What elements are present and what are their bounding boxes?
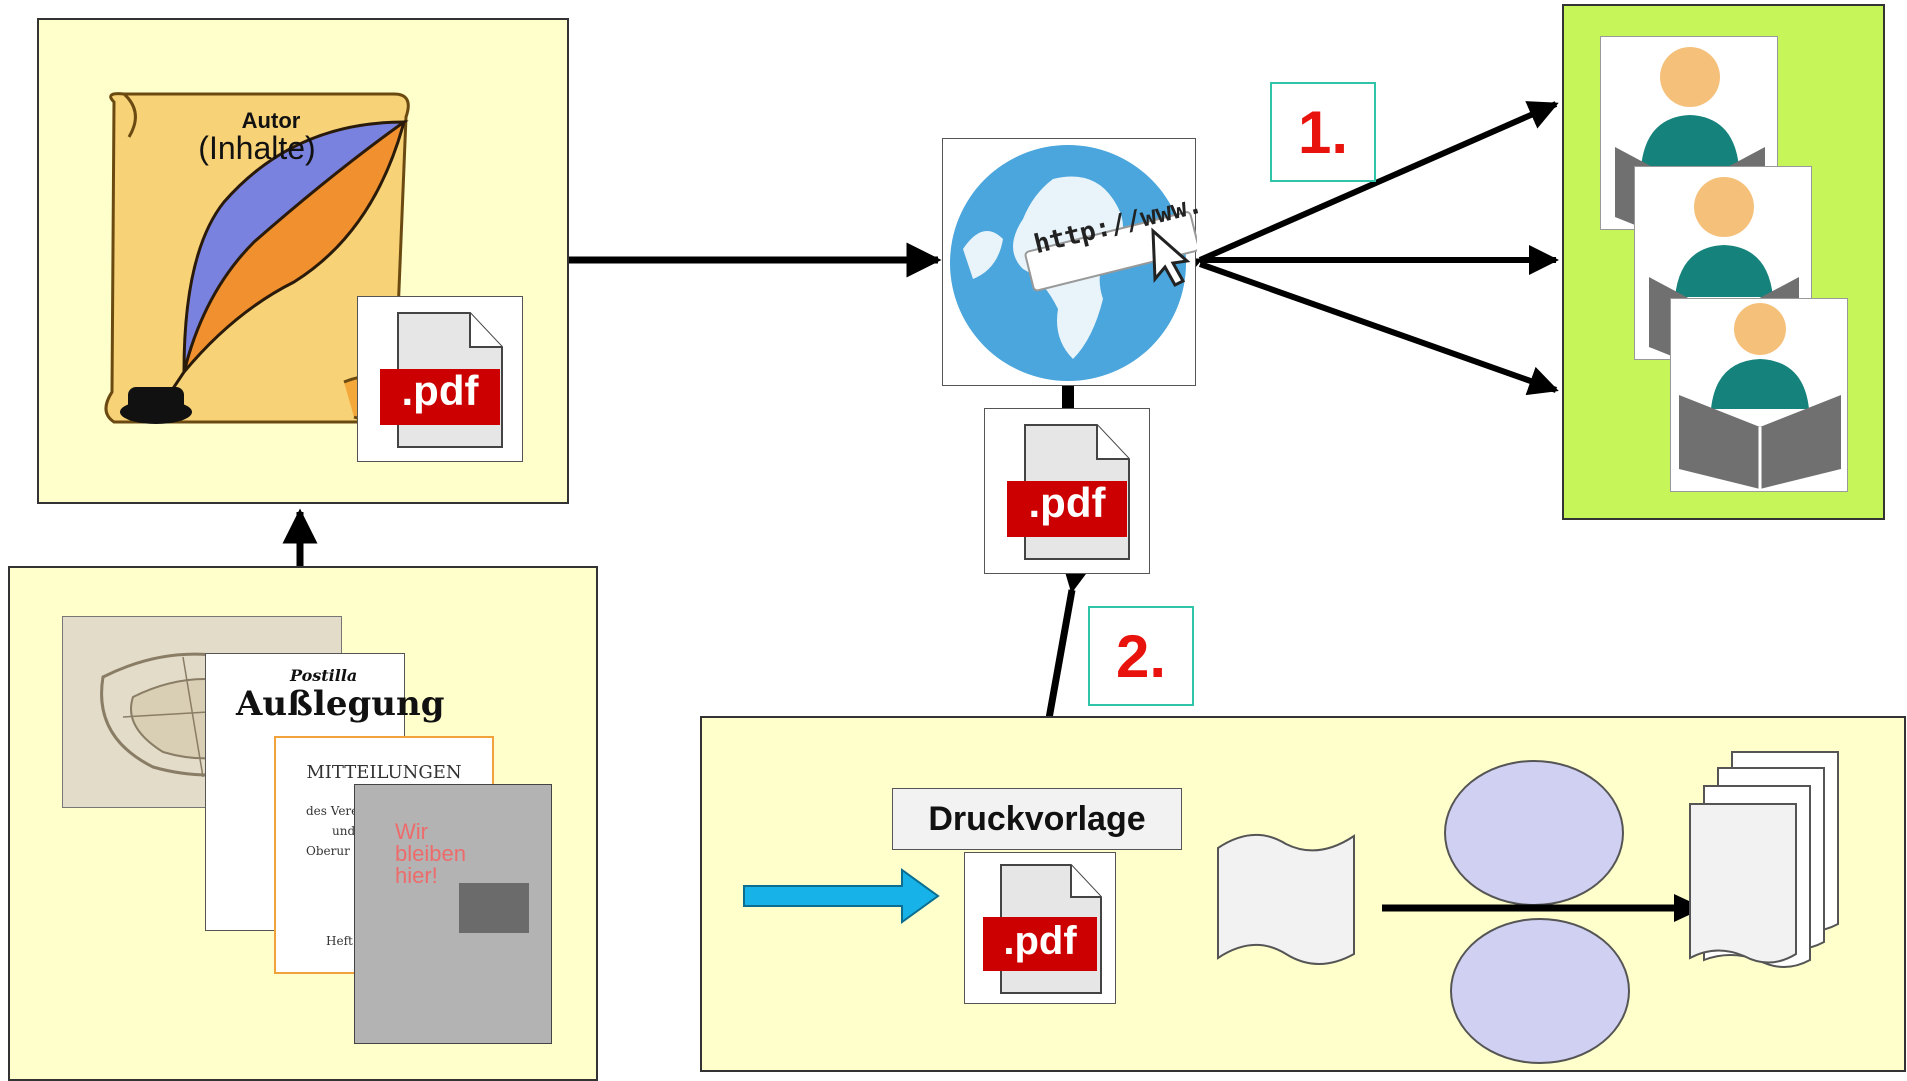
web-globe-box: http://www. (942, 138, 1205, 386)
pdf-badge-label: .pdf (1003, 919, 1077, 963)
readers-panel (1562, 4, 1885, 520)
press-roller-top (1444, 760, 1624, 906)
book-title-line-1: Wir (395, 819, 428, 844)
author-panel: Autor (Inhalte) .pdf (37, 18, 569, 504)
globe-icon (950, 145, 1200, 381)
step-2-label: 2. (1088, 606, 1194, 706)
web-pdf-connector (1062, 384, 1074, 408)
web-pdf-document: .pdf (984, 408, 1150, 574)
book-photo (459, 883, 529, 933)
author-pdf-document: .pdf (357, 296, 523, 462)
postilla-title: Postilla (290, 666, 358, 685)
book-title-line-2: bleiben (395, 841, 466, 866)
sources-panel: Postilla Außlegung MITTEILUNGEN des Vere… (8, 566, 598, 1081)
pdf-badge-label: .pdf (401, 367, 479, 414)
press-roller-bottom (1450, 918, 1630, 1064)
pdf-file-icon (380, 312, 503, 448)
druckvorlage-label: Druckvorlage (892, 788, 1182, 850)
paper-sheet-icon (1217, 833, 1355, 965)
print-pdf-document: .pdf (964, 852, 1116, 1004)
step-1-label: 1. (1270, 82, 1376, 182)
output-arrow (1382, 894, 1704, 922)
reader-icon (1679, 303, 1841, 489)
mitteilungen-line-1: des Vere (306, 804, 359, 818)
mitteilungen-line-2: und (332, 824, 356, 838)
source-book: Wir bleiben hier! (354, 784, 552, 1044)
pdf-file-icon (983, 864, 1102, 994)
author-label: Autor (241, 108, 301, 133)
arrow-web-to-reader-top (1169, 101, 1559, 285)
pdf-file-icon (1007, 424, 1130, 560)
mitteilungen-title: MITTEILUNGEN (306, 762, 462, 783)
reader-card-3 (1670, 298, 1848, 492)
arrow-web-to-reader-bottom (1198, 261, 1559, 396)
book-title-line-3: hier! (395, 863, 438, 888)
input-arrow (743, 868, 940, 924)
print-panel: Druckvorlage .pdf (700, 716, 1906, 1072)
printed-stack-icon (1689, 751, 1839, 968)
contents-label: (Inhalte) (198, 130, 316, 166)
mitteilungen-line-3: Oberur (306, 844, 350, 858)
postilla-heading: Außlegung (236, 684, 445, 724)
pdf-badge-label: .pdf (1028, 479, 1106, 526)
